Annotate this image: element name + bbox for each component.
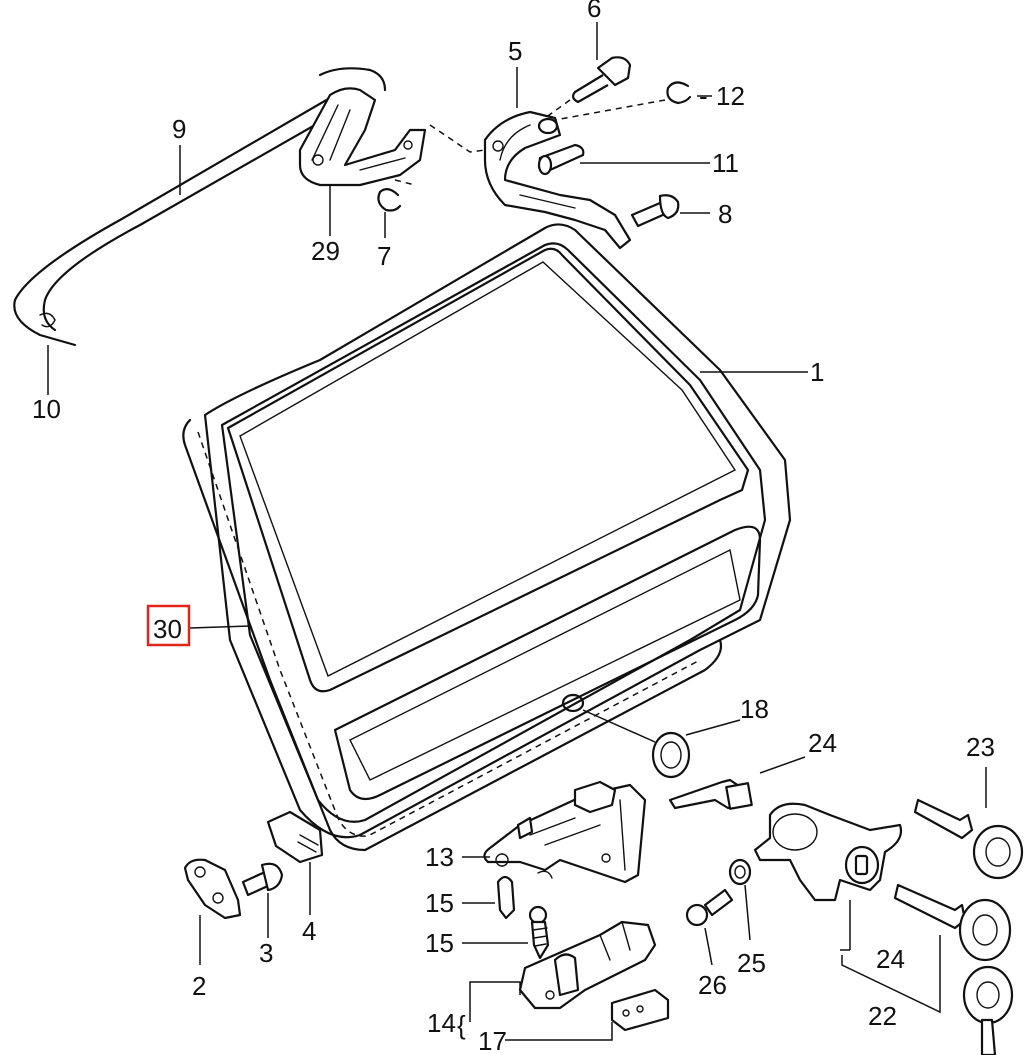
callout-22: 22 [868,1001,897,1031]
hinge-right [483,110,632,250]
callout-12-dash: - [699,81,708,111]
lock-lever [668,778,753,810]
callout-6: 6 [587,0,601,23]
hinge-bolt [544,56,632,119]
strut-wire [13,67,387,347]
callout-23: 23 [966,732,995,762]
callout-18: 18 [740,694,769,724]
callout-4: 4 [302,916,316,946]
washer [728,858,752,886]
callout-2: 2 [192,971,206,1001]
callout-14-brace: { [457,1010,466,1040]
screw-26 [685,888,734,927]
retaining-clip-7 [377,188,402,212]
callout-29: 29 [311,236,340,266]
callout-12: 12 [716,81,745,111]
callout-13: 13 [425,842,454,872]
tailgate-panel [203,223,792,839]
hinge-link-dashes [429,124,486,153]
buffer-bracket [183,858,242,920]
callout-3: 3 [259,938,273,968]
callout-15-lower: 15 [425,928,454,958]
callout-9: 9 [172,114,186,144]
screw-8 [630,194,680,228]
callout-15-upper: 15 [425,888,454,918]
striker [518,920,657,1010]
grommet [651,731,691,779]
hinge-pin [537,143,585,176]
rubber-block [610,988,670,1032]
screw-3 [241,862,284,897]
retaining-clip-12 [666,81,692,105]
callout-30: 30 [153,614,182,644]
callout-7: 7 [377,241,391,271]
lock-mechanism [483,780,647,884]
callout-25: 25 [737,948,766,978]
key-23 [913,798,1024,880]
callout-1: 1 [810,357,824,387]
callout-17: 17 [478,1026,507,1055]
callout-10: 10 [32,394,61,424]
tailgate-seal [182,418,723,852]
callout-11: 11 [712,148,739,178]
rubber-buffer [266,810,324,864]
callout-labels: 1 2 3 4 5 6 7 8 9 10 11 12 - 13 14 { 15 … [32,0,995,1055]
callout-8: 8 [718,199,732,229]
screw-15-upper [496,875,516,920]
key-pair-22 [893,883,1014,1055]
callout-26: 26 [698,970,727,1000]
leader-lines [47,22,987,1041]
callout-24-upper: 24 [808,728,837,758]
hinge-bracket-left [298,87,427,187]
callout-24-lower: 24 [876,944,905,974]
callout-30-highlight [146,604,191,647]
lock-cylinder [753,802,903,902]
callout-14: 14 [427,1008,456,1038]
callout-5: 5 [508,36,522,66]
screw-15-lower [528,905,550,960]
